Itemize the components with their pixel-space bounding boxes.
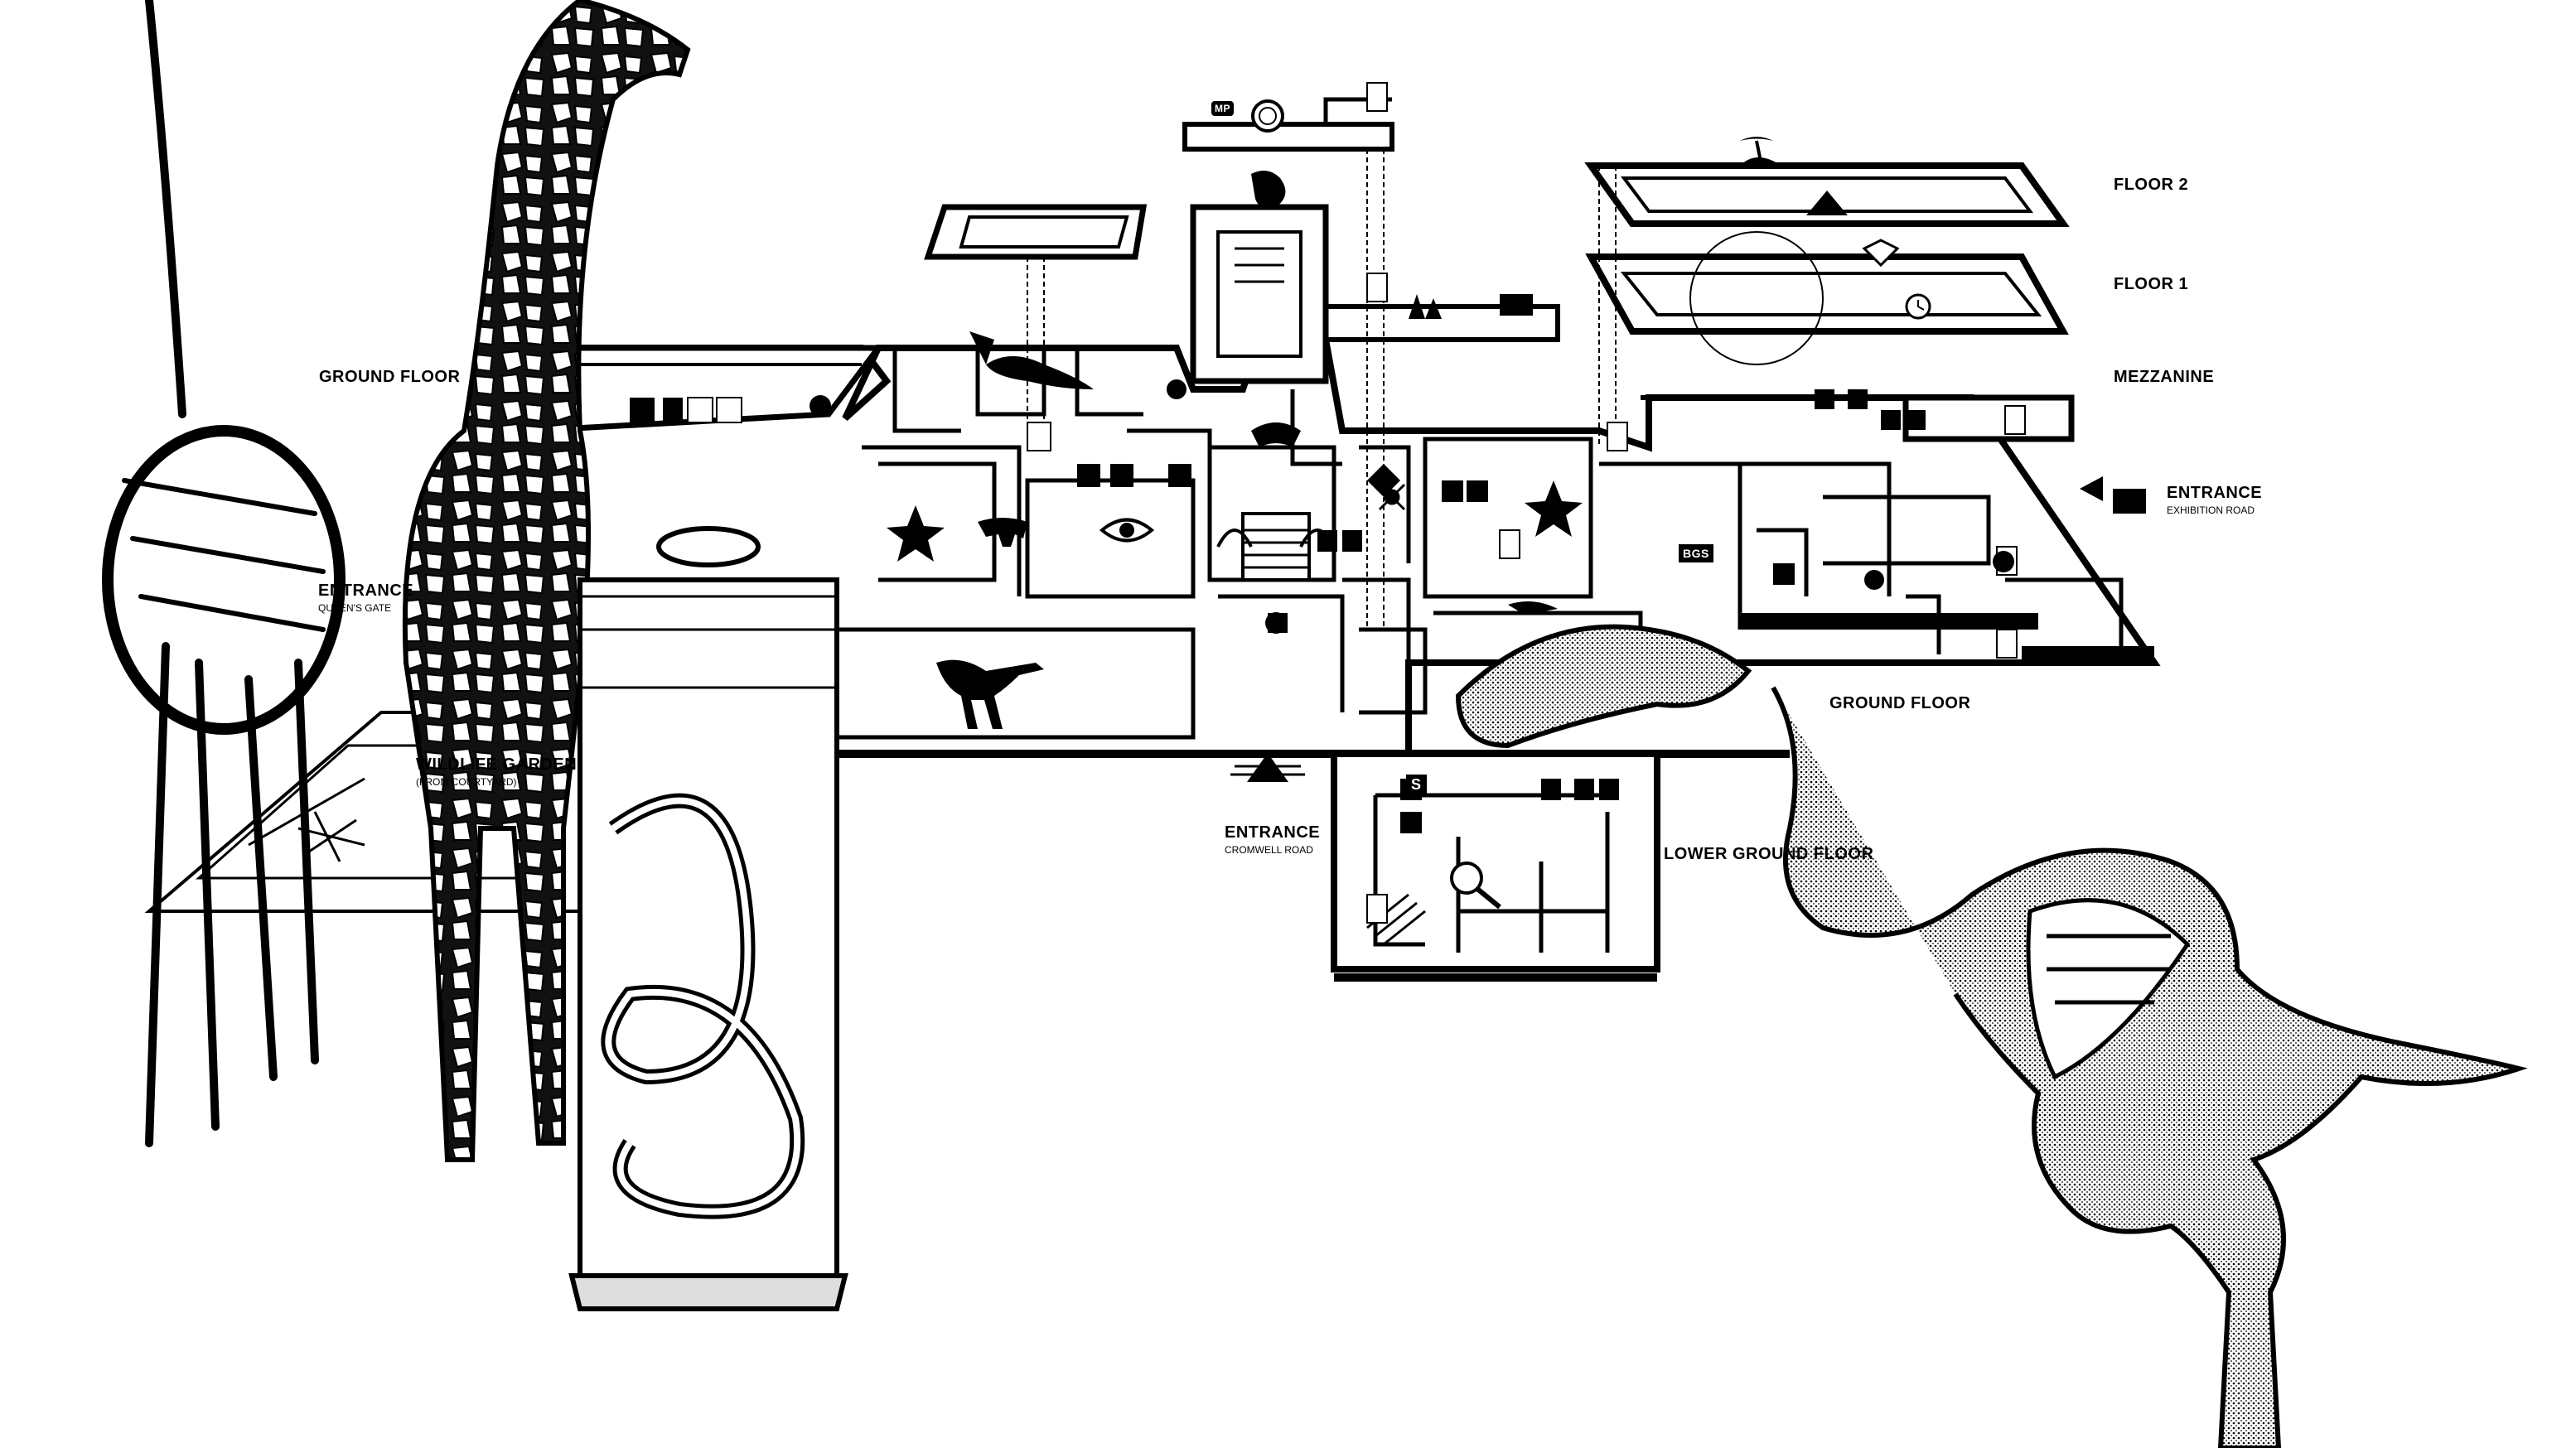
lift-icons[interactable]	[687, 82, 2026, 924]
entrance-title: ENTRANCE	[2167, 484, 2263, 502]
facility-icons[interactable]	[630, 389, 2146, 833]
entrance-title: ENTRANCE	[318, 582, 414, 600]
entrance-exhibition-road[interactable]: ENTRANCE EXHIBITION ROAD	[2167, 484, 2262, 516]
central-hall-upper[interactable]	[1190, 204, 1560, 384]
highlight-star-icons	[887, 480, 1583, 562]
dinosaur-icon	[936, 659, 1044, 729]
dodo-skeleton-illustration	[1455, 624, 2528, 1448]
dragonfly-illustration	[297, 811, 365, 862]
entrance-subtitle: QUEEN'S GATE	[318, 602, 392, 614]
entrance-cromwell-road[interactable]: ENTRANCE CROMWELL ROAD	[1225, 823, 1320, 856]
treasure-icon	[1409, 294, 1533, 319]
area-title: WILDLIFE GARDEN	[416, 755, 578, 774]
info-icons[interactable]	[810, 395, 2014, 634]
wildlife-garden-label[interactable]: WILDLIFE GARDEN (FROM COURTYARD)	[416, 755, 577, 788]
spider-icon	[1378, 483, 1406, 511]
entrance-queens-gate[interactable]: ENTRANCE QUEEN'S GATE	[318, 582, 413, 614]
bgs-icon[interactable]: BGS	[1679, 544, 1713, 562]
skull-icon	[1864, 570, 1884, 590]
specimen-jar-illustration	[568, 526, 848, 1311]
mezzanine-label: MEZZANINE	[2114, 368, 2215, 386]
entrance-subtitle: CROMWELL ROAD	[1225, 844, 1313, 856]
entrance-subtitle: EXHIBITION ROAD	[2167, 504, 2255, 516]
area-subtitle: (FROM COURTYARD)	[416, 776, 517, 788]
entrance-title: ENTRANCE	[1225, 823, 1321, 842]
whale-icon	[969, 331, 1094, 389]
floor-2-label: FLOOR 2	[2114, 176, 2189, 194]
magnifier-icon	[1450, 862, 1501, 910]
east-wing-ground[interactable]	[1740, 613, 2154, 663]
volcano-icon	[1806, 191, 1848, 215]
giraffe-skeleton-illustration	[102, 0, 346, 1147]
top-floor-plan[interactable]	[1182, 97, 1394, 630]
floor-plan-tower-left[interactable]	[924, 204, 1148, 431]
eye-icon	[1099, 518, 1155, 543]
ground-floor-label-left: GROUND FLOOR	[319, 368, 461, 386]
clock-icon	[1905, 293, 1931, 320]
gem-icon	[1862, 239, 1900, 268]
entrance-arrow-cromwell[interactable]	[1230, 753, 1305, 782]
lower-ground-floor-plan[interactable]	[1331, 751, 1660, 982]
palm-tree-icon	[1740, 137, 1781, 166]
mp-icon[interactable]: MP	[1211, 101, 1234, 116]
main-staircase	[1216, 512, 1336, 582]
ground-floor-label-right: GROUND FLOOR	[1829, 694, 1971, 712]
lower-ground-floor-label: LOWER GROUND FLOOR	[1664, 845, 1874, 863]
entrance-arrow-exhibition[interactable]	[2080, 476, 2103, 501]
dodo-icon	[1251, 171, 1286, 209]
floor-1-label: FLOOR 1	[2114, 275, 2189, 293]
shop-icon[interactable]: S	[1406, 775, 1427, 795]
animal-icons	[978, 379, 1558, 615]
